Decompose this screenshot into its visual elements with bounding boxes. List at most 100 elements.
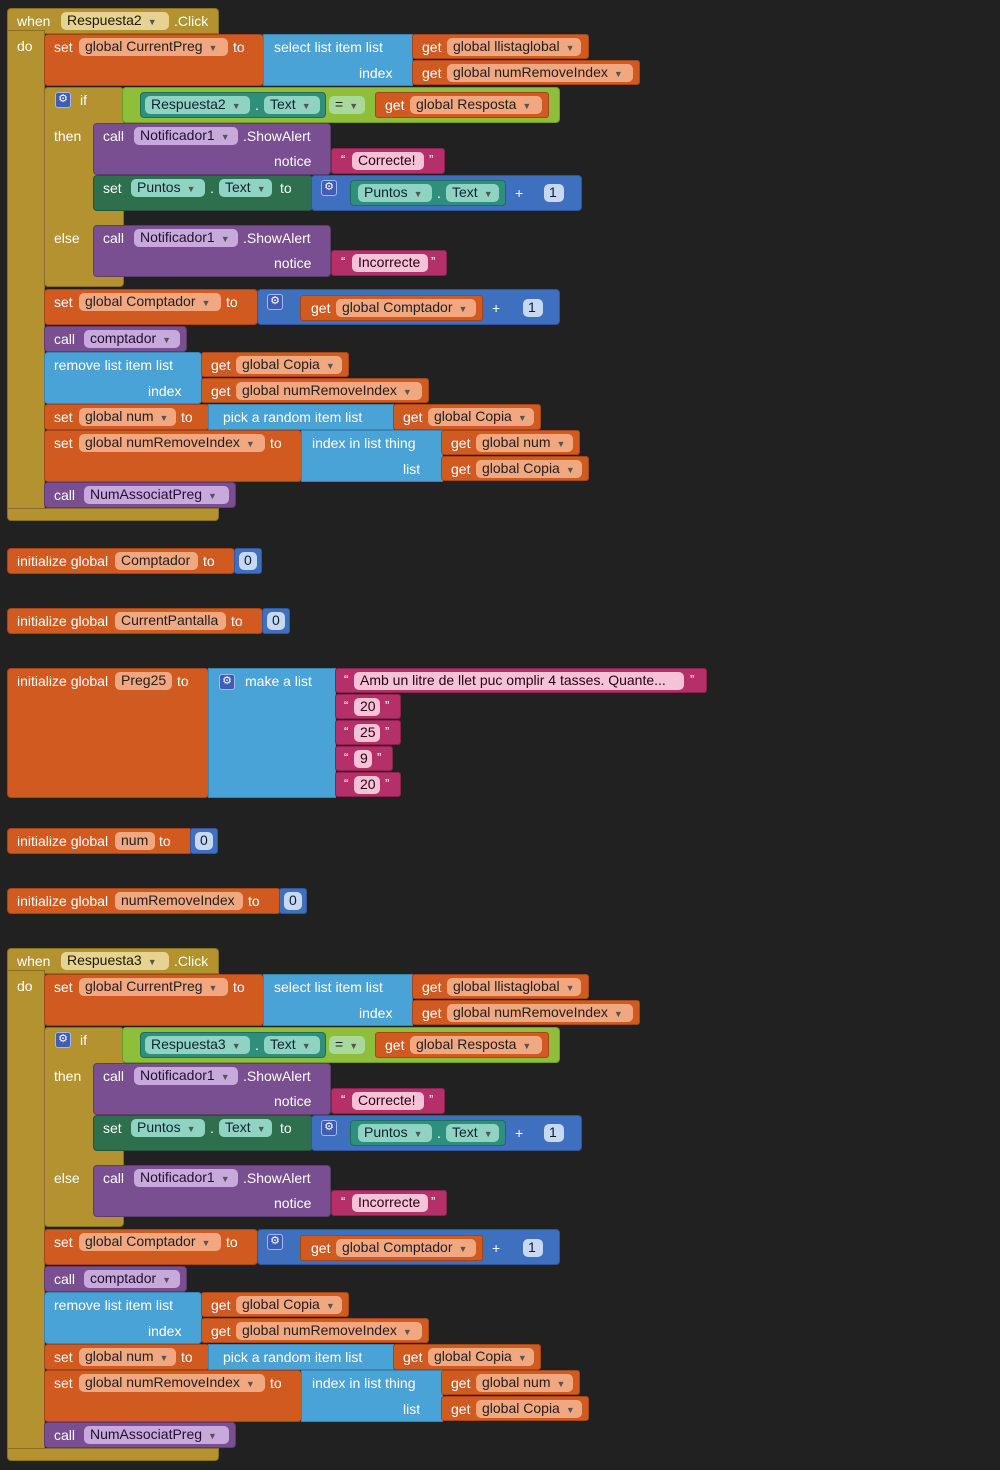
variable-dropdown[interactable]: global Copia▼ [476,1400,582,1418]
text-literal[interactable]: Correcte! [352,152,424,170]
component-dropdown[interactable]: Notificador1▼ [134,127,238,145]
variable-dropdown[interactable]: global numRemoveIndex▼ [79,1374,265,1392]
variable-dropdown[interactable]: global numRemoveIndex▼ [447,64,633,82]
procedure-dropdown[interactable]: NumAssociatPreg▼ [84,486,229,504]
number-literal[interactable]: 0 [195,832,213,850]
variable-dropdown[interactable]: global numRemoveIndex▼ [79,434,265,452]
text-literal[interactable]: 9 [354,750,372,768]
component-dropdown[interactable]: Notificador1▼ [134,1169,238,1187]
get-label: get [451,435,471,451]
property-dropdown[interactable]: Text▼ [264,1036,320,1054]
get-label: get [422,39,442,55]
component-dropdown[interactable]: Notificador1▼ [134,229,238,247]
variable-dropdown[interactable]: global Resposta▼ [410,1036,542,1054]
variable-dropdown[interactable]: global num▼ [79,1348,176,1366]
select-list-item-label: select list item list [274,979,383,995]
variable-dropdown[interactable]: global Comptador▼ [79,1233,221,1251]
remove-list-item-label: remove list item list [54,1297,174,1313]
variable-name-field[interactable]: CurrentPantalla [115,612,226,630]
text-literal[interactable]: Incorrecte [352,1194,428,1212]
to-label: to [177,673,189,689]
variable-dropdown[interactable]: global Resposta▼ [410,96,542,114]
operator-dropdown[interactable]: =▼ [329,1036,365,1054]
procedure-dropdown[interactable]: NumAssociatPreg▼ [84,1426,229,1444]
variable-dropdown[interactable]: global llistaglobal▼ [447,38,581,56]
variable-dropdown[interactable]: global Comptador▼ [336,299,476,317]
variable-name-field[interactable]: num [115,832,155,850]
variable-dropdown[interactable]: global Copia▼ [236,1296,342,1314]
mutator-gear-icon[interactable]: ⚙ [321,1120,337,1136]
mutator-gear-icon[interactable]: ⚙ [267,1234,283,1250]
variable-dropdown[interactable]: global num▼ [476,434,573,452]
else-label: else [54,1170,80,1186]
variable-dropdown[interactable]: global numRemoveIndex▼ [447,1004,633,1022]
mutator-gear-icon[interactable]: ⚙ [267,294,283,310]
notice-label: notice [274,1093,312,1109]
number-literal[interactable]: 0 [267,612,285,630]
to-label: to [181,409,193,425]
variable-dropdown[interactable]: global Comptador▼ [336,1239,476,1257]
mutator-gear-icon[interactable]: ⚙ [55,92,71,108]
to-label: to [280,180,292,196]
operator-dropdown[interactable]: =▼ [329,96,365,114]
text-literal[interactable]: 20 [354,776,380,794]
variable-dropdown[interactable]: global CurrentPreg▼ [79,978,228,996]
dot-label: . [437,185,441,201]
mutator-gear-icon[interactable]: ⚙ [219,674,235,690]
number-literal[interactable]: 0 [239,552,257,570]
variable-dropdown[interactable]: global Comptador▼ [79,293,221,311]
variable-dropdown[interactable]: global Copia▼ [428,1348,534,1366]
procedure-dropdown[interactable]: comptador▼ [84,1270,180,1288]
component-dropdown[interactable]: Respuesta3▼ [145,1036,250,1054]
property-dropdown[interactable]: Text▼ [446,1124,499,1142]
component-dropdown[interactable]: Puntos▼ [358,184,432,202]
select-list-item-label: select list item list [274,39,383,55]
component-dropdown[interactable]: Notificador1▼ [134,1067,238,1085]
property-dropdown[interactable]: Text▼ [219,1119,272,1137]
component-dropdown[interactable]: Respuesta2▼ [61,12,169,30]
variable-name-field[interactable]: Comptador [115,552,198,570]
variable-dropdown[interactable]: global Copia▼ [236,356,342,374]
component-dropdown[interactable]: Puntos▼ [131,1119,205,1137]
component-dropdown[interactable]: Respuesta3▼ [61,952,169,970]
property-dropdown[interactable]: Text▼ [264,96,320,114]
get-label: get [311,1240,331,1256]
number-literal[interactable]: 1 [544,184,564,202]
when-label: when [17,953,51,969]
number-literal[interactable]: 1 [523,299,543,317]
text-literal[interactable]: Amb un litre de llet puc omplir 4 tasses… [354,672,684,690]
number-literal[interactable]: 1 [523,1239,543,1257]
variable-dropdown[interactable]: global num▼ [79,408,176,426]
mutator-gear-icon[interactable]: ⚙ [321,180,337,196]
initialize-label: initialize global [17,893,109,909]
number-literal[interactable]: 0 [284,892,302,910]
get-label: get [451,461,471,477]
to-label: to [231,613,243,629]
component-dropdown[interactable]: Puntos▼ [358,1124,432,1142]
method-name: .ShowAlert [243,1068,311,1084]
to-label: to [233,979,245,995]
component-dropdown[interactable]: Puntos▼ [131,179,205,197]
number-literal[interactable]: 1 [544,1124,564,1142]
variable-dropdown[interactable]: global Copia▼ [428,408,534,426]
variable-dropdown[interactable]: global CurrentPreg▼ [79,38,228,56]
component-dropdown[interactable]: Respuesta2▼ [145,96,250,114]
text-literal[interactable]: 25 [354,724,380,742]
text-literal[interactable]: 20 [354,698,380,716]
get-label: get [211,383,231,399]
property-dropdown[interactable]: Text▼ [446,184,499,202]
call-label: call [54,487,76,503]
mutator-gear-icon[interactable]: ⚙ [55,1032,71,1048]
variable-dropdown[interactable]: global Copia▼ [476,460,582,478]
property-dropdown[interactable]: Text▼ [219,179,272,197]
variable-dropdown[interactable]: global numRemoveIndex▼ [236,382,422,400]
dot-label: . [210,1120,214,1136]
procedure-dropdown[interactable]: comptador▼ [84,330,180,348]
text-literal[interactable]: Correcte! [352,1092,424,1110]
variable-dropdown[interactable]: global llistaglobal▼ [447,978,581,996]
text-literal[interactable]: Incorrecte [352,254,428,272]
variable-name-field[interactable]: Preg25 [115,672,172,690]
variable-dropdown[interactable]: global numRemoveIndex▼ [236,1322,422,1340]
variable-dropdown[interactable]: global num▼ [476,1374,573,1392]
variable-name-field[interactable]: numRemoveIndex [115,892,243,910]
